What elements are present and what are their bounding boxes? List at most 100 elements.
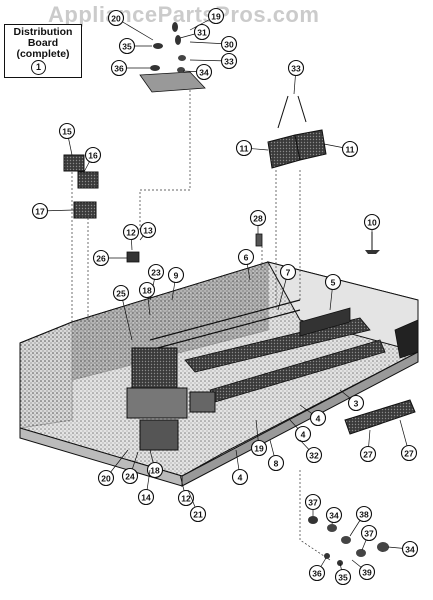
- callout-7: 7: [277, 263, 297, 311]
- callout-circle: [147, 263, 165, 281]
- callout-9: 9: [167, 266, 185, 301]
- callout-circle: [31, 202, 49, 220]
- callout-circle: [304, 493, 322, 511]
- callout-number: 34: [405, 545, 415, 555]
- callout-circle: [146, 461, 164, 479]
- callout-circle: [308, 564, 326, 582]
- callout-24: 24: [121, 451, 139, 485]
- callout-number: 39: [362, 568, 372, 578]
- callout-36: 36: [110, 59, 150, 77]
- callout-circle: [110, 59, 128, 77]
- module-27: [344, 399, 416, 435]
- callout-circle: [360, 524, 378, 542]
- callout-27: 27: [399, 419, 418, 462]
- title-callout: 1: [31, 60, 46, 75]
- callout-number: 28: [253, 214, 263, 224]
- terminal-rails: [149, 299, 386, 403]
- callout-34: 34: [325, 506, 343, 525]
- callout-number: 14: [141, 493, 151, 503]
- callout-36: 36: [308, 557, 327, 582]
- callout-20: 20: [97, 449, 129, 487]
- callout-circle: [58, 122, 76, 140]
- callout-circle: [207, 7, 225, 25]
- callout-4: 4: [299, 404, 327, 427]
- callout-number: 27: [363, 450, 373, 460]
- component-11-pair: [267, 95, 327, 169]
- dashed-leaders: [139, 90, 331, 561]
- component-5-block: [299, 307, 351, 337]
- callout-circle: [355, 505, 373, 523]
- callout-18: 18: [138, 281, 156, 316]
- callout-number: 33: [291, 64, 301, 74]
- callout-21: 21: [187, 489, 207, 523]
- callout-number: 6: [244, 253, 249, 263]
- callout-circle: [112, 284, 130, 302]
- callout-circle: [250, 439, 268, 457]
- callout-circle: [231, 468, 249, 486]
- callout-35: 35: [334, 562, 352, 586]
- callout-19: 19: [189, 7, 225, 31]
- callout-number: 27: [404, 449, 414, 459]
- callout-number: 18: [150, 466, 160, 476]
- callout-circle: [267, 454, 285, 472]
- callout-8: 8: [267, 439, 285, 472]
- callout-number: 9: [174, 271, 179, 281]
- callout-circle: [220, 35, 238, 53]
- callout-12: 12: [122, 223, 140, 251]
- callout-number: 12: [126, 228, 136, 238]
- callout-27: 27: [359, 429, 377, 463]
- callout-4: 4: [231, 449, 249, 486]
- title-text: Distribution Board (complete): [5, 27, 81, 60]
- callout-number: 33: [224, 57, 234, 67]
- callout-circle: [167, 266, 185, 284]
- callout-number: 3: [354, 399, 359, 409]
- components-15-16-17: [63, 154, 99, 322]
- callout-circle: [347, 394, 365, 412]
- callout-4: 4: [289, 419, 312, 443]
- bottom-hardware: [308, 516, 389, 566]
- mounting-plate: [139, 71, 206, 93]
- callout-6: 6: [237, 248, 255, 281]
- callout-circle: [97, 469, 115, 487]
- callout-number: 19: [254, 444, 264, 454]
- callout-number: 11: [346, 145, 355, 155]
- callout-number: 35: [122, 42, 132, 52]
- callout-15: 15: [58, 122, 76, 156]
- callout-circle: [305, 446, 323, 464]
- callout-circle: [279, 263, 297, 281]
- callout-37: 37: [304, 493, 322, 516]
- callout-number: 19: [211, 12, 221, 22]
- callout-11: 11: [235, 139, 269, 157]
- callout-circle: [235, 139, 253, 157]
- small-parts: [126, 232, 380, 263]
- callout-number: 34: [199, 68, 209, 78]
- chassis: [19, 261, 419, 487]
- callout-circle: [195, 63, 213, 81]
- callout-20: 20: [107, 9, 154, 41]
- callout-26: 26: [92, 249, 127, 267]
- callout-number: 37: [364, 529, 374, 539]
- callout-33: 33: [189, 52, 238, 70]
- relay-cluster: [126, 347, 216, 451]
- callout-number: 24: [125, 472, 135, 482]
- callout-17: 17: [31, 202, 75, 220]
- callout-number: 37: [308, 498, 318, 508]
- callout-circle: [294, 425, 312, 443]
- callout-number: 7: [286, 268, 291, 278]
- callout-34: 34: [182, 63, 213, 81]
- callout-circle: [325, 506, 343, 524]
- callout-circle: [137, 488, 155, 506]
- callout-circle: [84, 146, 102, 164]
- callout-number: 11: [240, 144, 249, 154]
- callout-31: 31: [179, 23, 211, 41]
- callout-circle: [189, 505, 207, 523]
- callout-number: 36: [114, 64, 124, 74]
- callout-number: 30: [224, 40, 234, 50]
- callout-39: 39: [351, 559, 376, 581]
- callout-number: 8: [274, 459, 279, 469]
- callout-number: 15: [62, 127, 72, 137]
- callout-circle: [401, 540, 419, 558]
- callout-circle: [139, 221, 157, 239]
- callout-circle: [358, 563, 376, 581]
- callout-number: 10: [367, 218, 377, 228]
